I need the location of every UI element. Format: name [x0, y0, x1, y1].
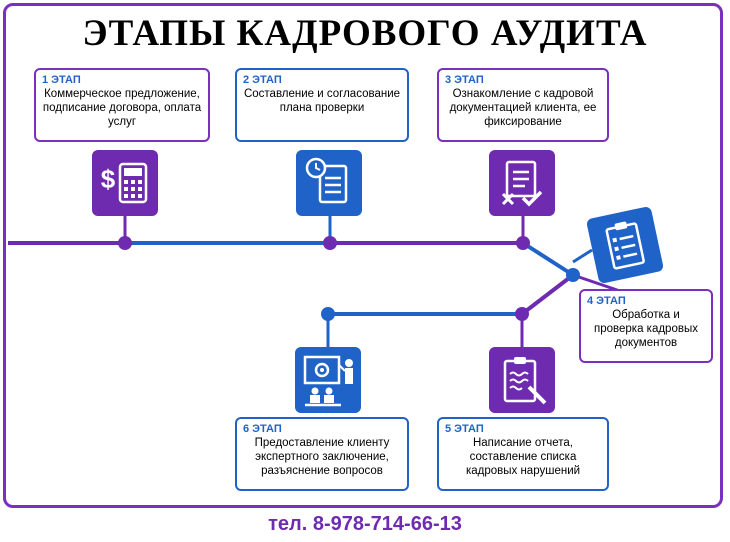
svg-text:$: $: [101, 164, 116, 194]
stage-1-label: 1 ЭТАП: [42, 74, 81, 86]
stage-3-box: 3 ЭТАП Ознакомление с кадровой документа…: [437, 68, 609, 142]
stage-2-box: 2 ЭТАП Составление и согласование плана …: [235, 68, 409, 142]
stage-5-box: 5 ЭТАП Написание отчета, составление спи…: [437, 417, 609, 491]
stage-6-box: 6 ЭТАП Предоставление клиенту экспертног…: [235, 417, 409, 491]
stage-5-text: Написание отчета, составление списка кад…: [465, 437, 581, 477]
stage-3-text: Ознакомление с кадровой документацией кл…: [449, 88, 597, 128]
document-check-icon: [489, 150, 555, 216]
stage-5-label: 5 ЭТАП: [445, 423, 484, 435]
contact-phone: тел. 8-978-714-66-13: [268, 513, 462, 535]
stage-1-text: Коммерческое предложение, подписание дог…: [42, 88, 202, 128]
stage-4-text: Обработка и проверка кадровых документов: [594, 309, 698, 349]
stage-2-text: Составление и согласование плана проверк…: [243, 88, 401, 114]
stage-3-label: 3 ЭТАП: [445, 74, 484, 86]
stage-4-label: 4 ЭТАП: [587, 295, 626, 307]
calculator-money-icon: $: [92, 150, 158, 216]
clipboard-pen-icon: [489, 347, 555, 413]
stage-2-label: 2 ЭТАП: [243, 74, 282, 86]
outer-frame: [3, 3, 723, 508]
stage-4-box: 4 ЭТАП Обработка и проверка кадровых док…: [579, 289, 713, 363]
clock-checklist-icon: [296, 150, 362, 216]
page-title: ЭТАПЫ КАДРОВОГО АУДИТА: [82, 13, 648, 54]
stage-6-text: Предоставление клиенту экспертного заклю…: [254, 437, 390, 477]
stage-1-box: 1 ЭТАП Коммерческое предложение, подписа…: [34, 68, 210, 142]
stage-6-label: 6 ЭТАП: [243, 423, 282, 435]
clipboard-checklist-icon: [585, 205, 665, 285]
presentation-icon: [295, 347, 361, 413]
